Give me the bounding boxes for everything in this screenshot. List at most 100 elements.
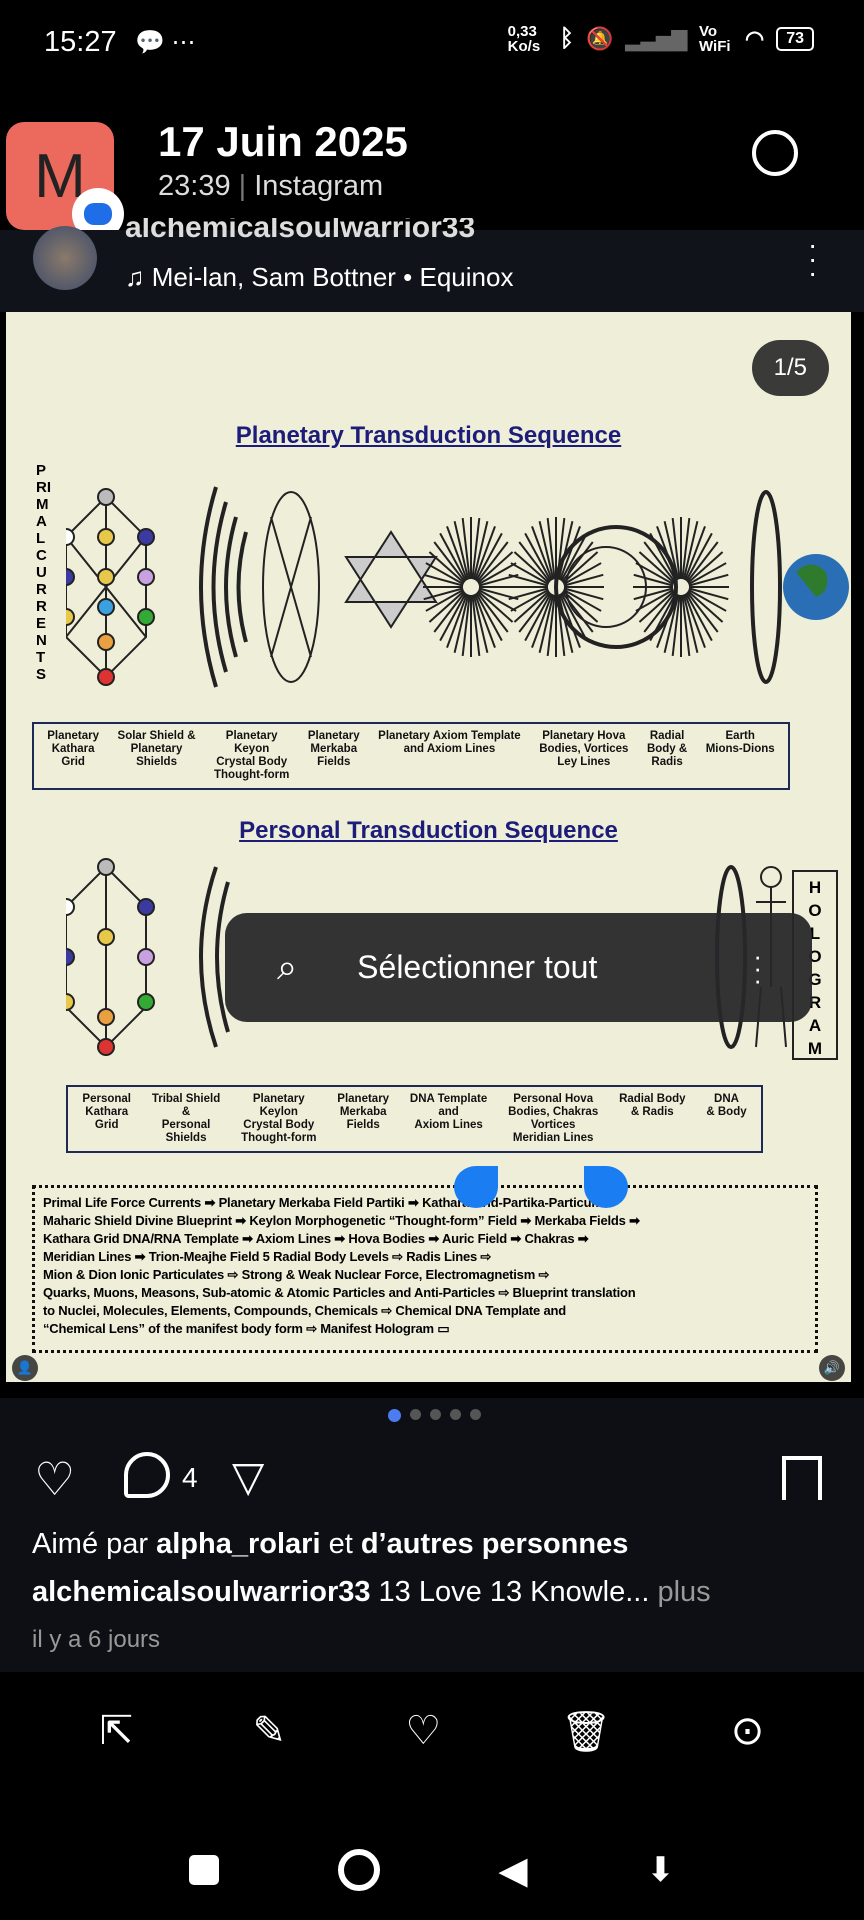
- starburst-ray: [475, 592, 503, 642]
- starburst-ray: [478, 562, 517, 586]
- starburst-ray: [475, 532, 503, 582]
- bookmark-icon[interactable]: [782, 1456, 822, 1500]
- starburst-ray: [688, 562, 727, 586]
- comment-icon[interactable]: [124, 1452, 170, 1498]
- diagram-label: Radial Body & Radis: [646, 730, 688, 768]
- diagram-label: Personal Hova Bodies, Chakras Vortices M…: [508, 1093, 599, 1144]
- starburst-ray: [423, 573, 464, 587]
- avatar[interactable]: [33, 226, 97, 290]
- starburst-ray: [471, 517, 481, 580]
- bluetooth-icon: ᛒ: [559, 25, 575, 52]
- more-options-icon[interactable]: ···: [808, 229, 818, 288]
- primal-currents-label: PRIMAL CURRENTS: [36, 462, 51, 683]
- starburst-ray: [472, 520, 489, 580]
- diagram-title-planetary: Planetary Transduction Sequence: [235, 422, 622, 449]
- starburst-ray: [478, 588, 517, 612]
- favorite-icon[interactable]: ♡: [405, 1709, 442, 1753]
- starburst-ray: [560, 592, 588, 642]
- post-time: il y a 6 jours: [32, 1626, 161, 1653]
- clock: 15:27: [44, 26, 117, 58]
- selection-menu: ⌕ Sélectionner tout ···: [225, 913, 812, 1022]
- post-header: [0, 230, 864, 312]
- starburst-ray: [472, 594, 489, 654]
- diagram-label: Planetary Keylon Crystal Body Thought-fo…: [241, 1093, 317, 1144]
- recents-icon[interactable]: [189, 1855, 220, 1885]
- notification-subtitle: 23:39 | Instagram: [158, 170, 384, 202]
- notification-banner[interactable]: [0, 85, 864, 230]
- post-username[interactable]: alchemicalsoulwarrior33: [125, 218, 476, 244]
- starburst-ray: [518, 591, 551, 633]
- starburst-ray: [531, 526, 553, 581]
- starburst-ray: [425, 588, 464, 612]
- selection-handle-start[interactable]: [454, 1166, 498, 1208]
- starburst-ray: [643, 541, 676, 583]
- starburst-ray: [562, 551, 599, 584]
- starburst-ray: [477, 590, 514, 623]
- music-note-icon: ♫: [125, 262, 145, 292]
- share-external-icon[interactable]: ⇱: [99, 1709, 134, 1753]
- starburst-ray: [474, 593, 496, 648]
- diagram-label: Planetary Merkaba Fields: [307, 730, 360, 768]
- starburst-ray: [638, 551, 675, 584]
- liked-by[interactable]: Aimé par alpha_rolari et d’autres person…: [32, 1528, 629, 1560]
- starburst-ray: [686, 591, 719, 633]
- tagged-people-icon[interactable]: 👤: [12, 1355, 38, 1381]
- starburst-ray: [518, 541, 551, 583]
- diagram-label: Planetary Kathara Grid: [47, 730, 100, 768]
- starburst-ray: [687, 551, 724, 584]
- app-icon: M: [6, 122, 114, 230]
- carousel-dots: [388, 1409, 481, 1422]
- home-icon[interactable]: [337, 1849, 380, 1891]
- carousel-pager: 1/5: [751, 340, 829, 396]
- caption[interactable]: alchemicalsoulwarrior33 13 Love 13 Knowl…: [32, 1576, 711, 1608]
- like-icon[interactable]: ♡: [34, 1453, 76, 1505]
- sound-icon[interactable]: 🔊: [819, 1355, 845, 1381]
- diagram-label: Solar Shield & Planetary Shields: [117, 730, 196, 768]
- starburst-ray: [476, 591, 509, 633]
- starburst-ray: [682, 594, 699, 654]
- more-circle-icon[interactable]: ⊙: [730, 1709, 765, 1753]
- status-bar: 15:27 💬 ⋯ 0,33 Ko/s ᛒ 🔕 ▂▃▅▇ Vo WiFi ◠ 7…: [0, 0, 864, 85]
- starburst-ray: [685, 532, 713, 582]
- battery-icon: 73: [776, 27, 814, 51]
- starburst-ray: [633, 573, 674, 587]
- starburst-ray: [546, 517, 556, 580]
- starburst-ray: [687, 590, 724, 623]
- starburst-ray: [688, 573, 729, 587]
- edit-icon[interactable]: ✎: [252, 1709, 287, 1753]
- starburst-ray: [433, 541, 466, 583]
- bell-muted-icon: 🔕: [586, 26, 614, 51]
- selection-handle-end[interactable]: [584, 1166, 628, 1208]
- search-icon[interactable]: ⌕: [277, 946, 298, 987]
- starburst-ray: [524, 532, 552, 582]
- flow-line: Primal Life Force Currents ➡ Planetary M…: [43, 1195, 617, 1210]
- starburst-ray: [563, 588, 602, 612]
- starburst-ray: [439, 592, 467, 642]
- delete-icon[interactable]: 🗑: [560, 1709, 612, 1754]
- starburst-ray: [446, 526, 468, 581]
- diagram-label: Planetary Axiom Template and Axiom Lines: [378, 730, 521, 755]
- assistant-icon[interactable]: ⬇: [646, 1851, 675, 1889]
- starburst-ray: [688, 588, 727, 612]
- starburst-ray: [461, 517, 471, 580]
- wifi-icon: ◠: [745, 26, 765, 51]
- rotate-icon[interactable]: [752, 130, 798, 176]
- planetary-diagram: [66, 486, 849, 688]
- starburst-ray: [508, 573, 549, 587]
- more-icon[interactable]: ···: [753, 940, 762, 995]
- diagram-title-personal: Personal Transduction Sequence: [239, 817, 618, 844]
- starburst-ray: [559, 593, 581, 648]
- diagram-label: Planetary Hova Bodies, Vortices Ley Line…: [539, 730, 629, 768]
- music-label[interactable]: ♫ Mei-lan, Sam Bottner • Equinox: [125, 262, 514, 292]
- post-image[interactable]: 1/5 Planetary Transduction Sequence PRIM…: [6, 312, 851, 1382]
- starburst-ray: [538, 520, 555, 580]
- share-icon[interactable]: ▽: [232, 1453, 265, 1500]
- flow-line: Meridian Lines ➡ Trion-Meajhe Field 5 Ra…: [43, 1249, 492, 1264]
- select-all-button[interactable]: Sélectionner tout: [357, 949, 598, 985]
- starburst-ray: [471, 594, 481, 657]
- flow-line: Quarks, Muons, Measons, Sub-atomic & Ato…: [43, 1285, 636, 1300]
- flow-line: Maharic Shield Divine Blueprint ➡ Keylon…: [43, 1213, 640, 1228]
- back-icon[interactable]: ◀: [498, 1849, 528, 1892]
- starburst-ray: [557, 594, 574, 654]
- starburst-ray: [513, 590, 550, 623]
